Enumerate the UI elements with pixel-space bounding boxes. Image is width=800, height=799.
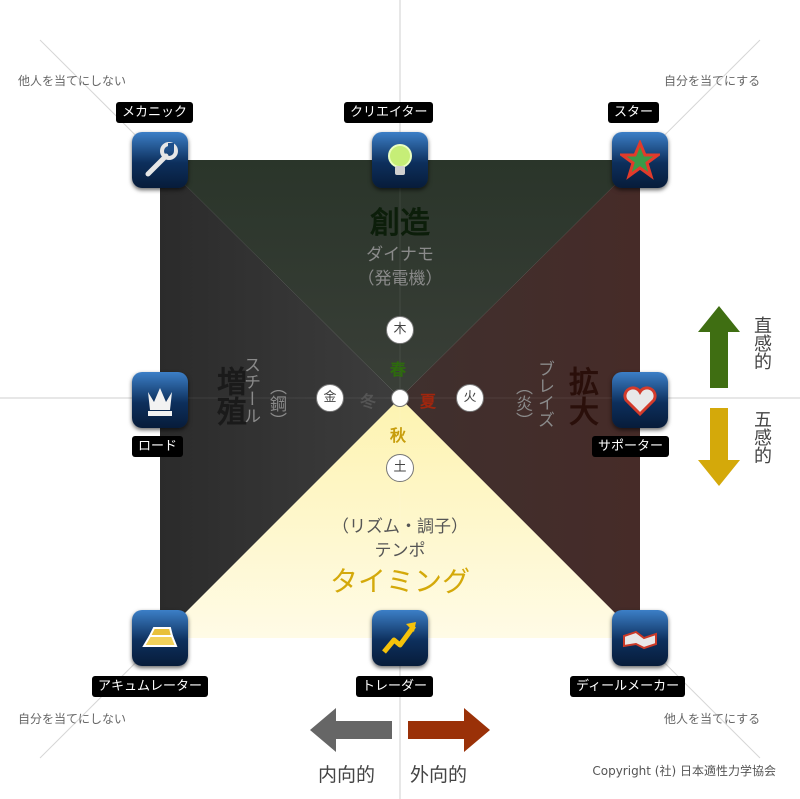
season-autumn: 秋 (390, 426, 407, 445)
quadrant-left-paren: （鋼） (266, 378, 286, 429)
quadrant-right-sub: ブレイズ (534, 360, 554, 428)
arrow-right-icon (408, 708, 490, 752)
tag-creator: クリエイター (344, 102, 434, 123)
axis-label-intuitive: 直感的 (751, 316, 772, 370)
tag-lord: ロード (132, 436, 184, 457)
note-bottom-left: 自分を当てにしない (18, 712, 127, 726)
tag-deal-maker: ディールメーカー (570, 676, 686, 697)
arrow-down-icon (698, 408, 740, 486)
season-spring: 春 (390, 360, 407, 379)
season-winter: 冬 (360, 392, 377, 411)
season-summer: 夏 (420, 392, 437, 411)
note-top-right: 自分を当てにする (664, 74, 761, 88)
note-bottom-right: 他人を当てにする (664, 712, 761, 726)
axis-arrows-vertical (698, 306, 740, 486)
arrow-up-icon (698, 306, 740, 388)
element-metal: 金 (316, 384, 344, 412)
star-icon (612, 132, 668, 188)
handshake-icon (612, 610, 668, 666)
chess-king-icon (132, 372, 188, 428)
quadrant-bottom-paren: （リズム・調子） (332, 517, 468, 537)
quadrant-left (160, 160, 400, 638)
axis-arrows-horizontal (310, 708, 490, 752)
quadrant-right-title: 拡大 (563, 366, 598, 426)
tag-mechanic: メカニック (116, 102, 194, 123)
quadrant-top-title: 創造 (370, 206, 430, 241)
wrench-icon (132, 132, 188, 188)
quadrant-right-paren: （炎） (512, 378, 532, 429)
quadrant-top-sub: ダイナモ (366, 245, 434, 265)
element-wood: 木 (386, 316, 414, 344)
quadrant-bottom-title: タイミング (329, 565, 470, 598)
tag-star: スター (608, 102, 660, 123)
arrow-left-icon (310, 708, 392, 752)
tag-supporter: サポーター (592, 436, 670, 457)
axis-label-introverted: 内向的 (318, 764, 376, 786)
quadrant-bottom-sub: テンポ (374, 541, 426, 561)
hearts-icon (612, 372, 668, 428)
element-earth: 土 (386, 454, 414, 482)
element-fire: 火 (456, 384, 484, 412)
gold-bars-icon (132, 610, 188, 666)
center-dot (391, 389, 409, 407)
quadrant-bottom (160, 398, 640, 638)
tag-trader: トレーダー (356, 676, 434, 697)
quadrant-left-title: 増殖 (211, 366, 246, 426)
quadrant-top-paren: （発電機） (357, 269, 443, 289)
note-top-left: 他人を当てにしない (18, 74, 127, 88)
axis-label-sensory: 五感的 (751, 410, 772, 464)
trend-arrow-icon (372, 610, 428, 666)
quadrant-top (160, 160, 640, 398)
quadrant-left-sub: スチール (240, 356, 260, 424)
copyright: Copyright (社) 日本適性力学協会 (592, 764, 776, 778)
quadrant-right (400, 160, 640, 638)
axis-label-extroverted: 外向的 (410, 764, 468, 786)
tag-accumulator: アキュムレーター (92, 676, 209, 697)
lightbulb-icon (372, 132, 428, 188)
